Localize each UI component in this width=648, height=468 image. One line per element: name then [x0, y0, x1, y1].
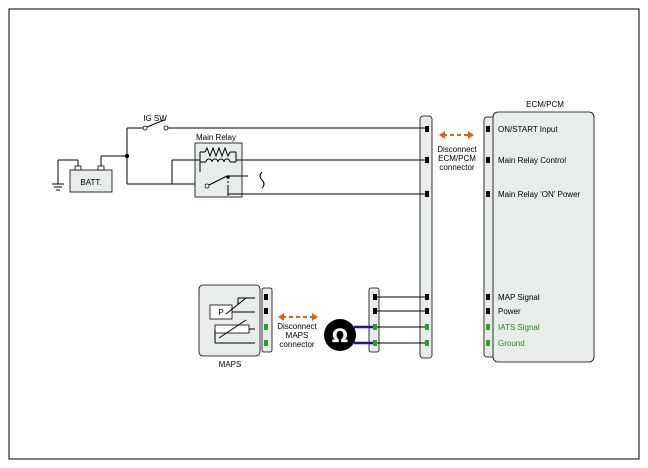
ecm-pin-5	[486, 308, 490, 314]
battery	[69, 169, 113, 193]
ground-icon	[52, 183, 64, 191]
arrow-right-icon	[468, 131, 474, 139]
main-relay-label: Main Relay	[196, 133, 236, 142]
disconnect-maps-callout: Disconnect MAPS connector	[277, 313, 318, 349]
ecm-pin-2	[486, 157, 490, 163]
maps-pin-2	[264, 308, 268, 314]
maps-sensor-letter: P	[218, 308, 223, 317]
maps-label: MAPS	[219, 360, 242, 369]
arrow-right-icon	[312, 313, 318, 321]
ecm-pin-label-relay-power: Main Relay 'ON' Power	[498, 190, 581, 199]
relay-coil-icon	[205, 158, 231, 163]
ecm-pin-3	[486, 191, 490, 197]
ig-switch-label: IG SW	[143, 114, 167, 123]
maps-connector	[261, 287, 273, 353]
harness-pin-1	[425, 126, 429, 132]
ohm-symbol: Ω	[332, 325, 348, 347]
ecm-pin-label-power: Power	[498, 307, 521, 316]
battery-terminal-negative	[74, 165, 82, 171]
maps-sensor: P MAPS	[198, 284, 273, 369]
harness-pin-7	[425, 340, 429, 346]
disconnect-maps-line-2: MAPS	[286, 331, 309, 340]
disconnect-ecm-line-1: Disconnect	[437, 145, 477, 154]
maps-harness-pin-1	[373, 294, 377, 300]
maps-harness-pin-2	[373, 308, 377, 314]
ecm-pin-label-relay-control: Main Relay Control	[498, 156, 566, 165]
maps-harness-body	[368, 287, 380, 353]
harness-pin-4	[425, 294, 429, 300]
harness-pin-6	[425, 324, 429, 330]
ecm-title: ECM/PCM	[526, 100, 564, 109]
ecm-pin-label-ground: Ground	[498, 339, 525, 348]
disconnect-ecm-line-2: ECM/PCM	[438, 154, 476, 163]
maps-harness-pin-3	[373, 324, 377, 330]
maps-pin-1	[264, 294, 268, 300]
maps-body	[198, 284, 261, 357]
arrow-left-icon	[439, 131, 445, 139]
battery-label: BATT.	[80, 178, 101, 187]
ecm-pin-label-map-signal: MAP Signal	[498, 293, 540, 302]
ecm-body	[492, 111, 595, 363]
harness-pin-2	[425, 157, 429, 163]
harness-pin-5	[425, 308, 429, 314]
maps-harness-connector	[368, 287, 380, 353]
relay-control-break-icon	[259, 171, 265, 189]
disconnect-ecm-callout: Disconnect ECM/PCM connector	[437, 131, 478, 172]
maps-harness-pin-4	[373, 340, 377, 346]
harness-ecm-connector	[419, 115, 433, 359]
main-relay: Main Relay	[194, 133, 265, 198]
relay-resistor-icon	[204, 146, 231, 158]
ecm-pin-label-on-start: ON/START Input	[498, 125, 558, 134]
arrow-left-icon	[278, 313, 284, 321]
maps-pin-4	[264, 340, 268, 346]
ecm-pin-7	[486, 340, 490, 346]
ohmmeter-icon	[324, 319, 356, 351]
ecm-pcm-module: ECM/PCM ON/START Input Main Relay Contro…	[483, 100, 595, 363]
disconnect-ecm-line-3: connector	[439, 163, 474, 172]
battery-terminal-positive	[97, 165, 105, 171]
power-supply-circuit: BATT. IG SW	[52, 114, 425, 193]
ohmmeter: Ω	[324, 319, 373, 351]
ecm-pin-6	[486, 324, 490, 330]
harness-pin-3	[425, 191, 429, 197]
disconnect-maps-line-3: connector	[279, 340, 314, 349]
disconnect-maps-line-1: Disconnect	[277, 322, 317, 331]
harness-connector-body	[419, 115, 433, 359]
ecm-pin-4	[486, 294, 490, 300]
main-relay-body	[194, 142, 243, 198]
ecm-pin-label-iats-signal: IATS Signal	[498, 323, 540, 332]
maps-pin-3	[264, 324, 268, 330]
ig-switch	[142, 119, 169, 131]
ecm-pin-1	[486, 126, 490, 132]
